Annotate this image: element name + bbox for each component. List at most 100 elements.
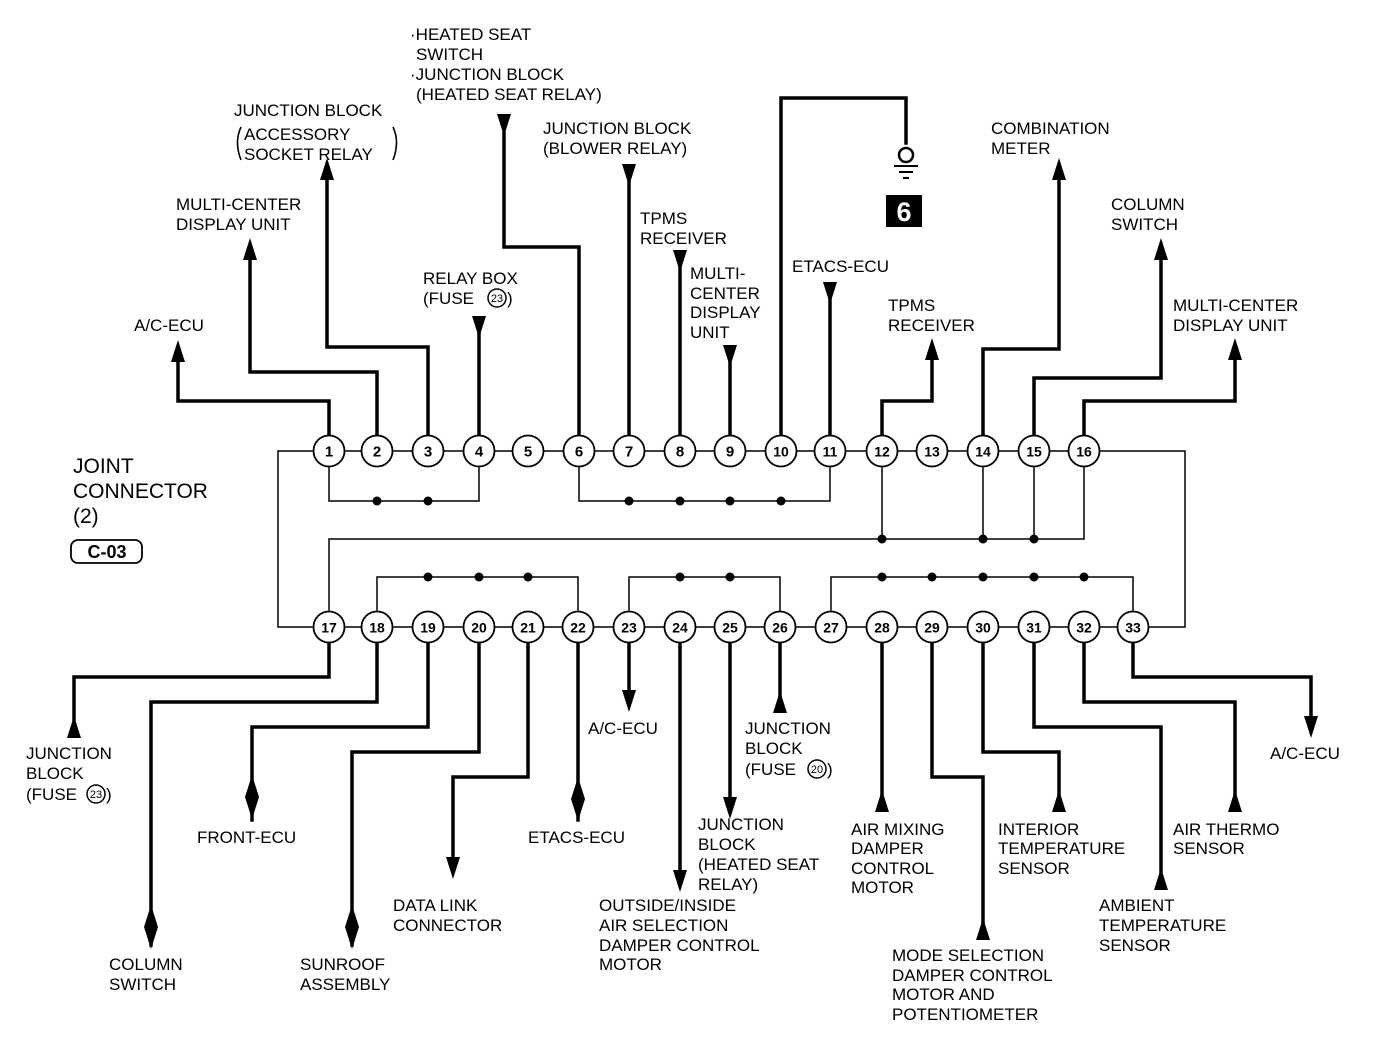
label-jb-fuse23-l1: JUNCTION	[26, 744, 112, 763]
pin-15-circle	[1017, 434, 1051, 468]
label-ambient-l1: AMBIENT	[1099, 896, 1175, 915]
connector-title-line-1: JOINT	[73, 455, 134, 478]
arrow-up-icon	[320, 158, 334, 180]
pin-12-circle	[865, 434, 899, 468]
pin-8-circle	[663, 434, 697, 468]
label-combination-l1: COMBINATION	[991, 119, 1110, 138]
label-interior-l1: INTERIOR	[998, 820, 1079, 839]
pin-26-label: 26	[772, 620, 788, 636]
pin-23-circle	[612, 610, 646, 644]
pin-28-circle	[865, 610, 899, 644]
arrow-down-icon	[497, 114, 511, 136]
label-interior-l2: TEMPERATURE	[998, 839, 1125, 858]
pin-33-circle	[1116, 610, 1150, 644]
label-dlc-l1: DATA LINK	[393, 896, 478, 915]
label-jb-fuse23-close: )	[106, 785, 112, 804]
label-outside-air-l4: MOTOR	[599, 955, 662, 974]
label-ambient-l3: SENSOR	[1099, 936, 1171, 955]
label-outside-air-l1: OUTSIDE/INSIDE	[599, 896, 736, 915]
label-jb-heated-l3: (HEATED SEAT	[698, 855, 819, 874]
label-front-ecu: FRONT-ECU	[197, 828, 296, 847]
pin-28-label: 28	[874, 620, 890, 636]
arrow-down-icon	[245, 797, 259, 819]
arrow-down-icon	[472, 316, 486, 338]
arrow-down-icon	[622, 164, 636, 186]
arrow-down-icon	[446, 857, 460, 879]
arrow-down-icon	[144, 927, 158, 949]
pin-12-label: 12	[874, 444, 890, 460]
pin-22-label: 22	[570, 620, 586, 636]
arrow-down-icon	[1304, 716, 1318, 738]
arrow-up-icon	[345, 905, 359, 927]
connector-title-line-3: (2)	[73, 505, 99, 528]
label-jb-fuse23-l3: (FUSE	[26, 785, 77, 804]
label-jb-fuse23-num: 23	[90, 789, 102, 801]
label-interior-l3: SENSOR	[998, 859, 1070, 878]
label-ac-ecu-pin33: A/C-ECU	[1270, 744, 1340, 763]
pin-18-circle	[360, 610, 394, 644]
label-jb-fuse20-num: 20	[811, 764, 823, 776]
label-column-pin18-l1: COLUMN	[109, 955, 183, 974]
arrow-up-icon	[976, 918, 990, 940]
pin-24-circle	[663, 610, 697, 644]
label-tpms-pin8-l1: TPMS	[640, 209, 687, 228]
label-ac-ecu-pin23: A/C-ECU	[588, 719, 658, 738]
bus-junctions	[372, 496, 1089, 582]
label-mcdu-pin9-l4: UNIT	[690, 323, 730, 342]
pin-25-label: 25	[722, 620, 738, 636]
label-tpms-pin8-l2: RECEIVER	[640, 229, 727, 248]
pin-14-label: 14	[975, 444, 991, 460]
pin-2-label: 2	[373, 444, 381, 461]
label-relay-box-close: )	[507, 289, 513, 308]
label-combination-l2: METER	[991, 139, 1051, 158]
arrow-up-icon	[1052, 790, 1066, 812]
label-jb-fuse20-l3: (FUSE	[745, 760, 796, 779]
label-air-mixing-l3: CONTROL	[851, 859, 934, 878]
arrow-down-icon	[823, 282, 837, 304]
arrow-down-icon	[622, 690, 636, 712]
label-jb-blower-l2: (BLOWER RELAY)	[543, 139, 687, 158]
label-mode-sel-l4: POTENTIOMETER	[892, 1005, 1038, 1024]
label-jb-blower-l1: JUNCTION BLOCK	[543, 119, 692, 138]
pin-6-label: 6	[575, 444, 583, 461]
label-outside-air-l2: AIR SELECTION	[599, 916, 728, 935]
label-heated-seat-l2: SWITCH	[416, 45, 483, 64]
pin-23-label: 23	[621, 620, 637, 636]
label-jb-fuse23-l2: BLOCK	[26, 764, 84, 783]
label-jb-heated-l4: RELAY)	[698, 875, 758, 894]
pin-10-label: 10	[773, 444, 789, 460]
connector-title-line-2: CONNECTOR	[73, 480, 208, 503]
label-tpms-pin12-l1: TPMS	[888, 296, 935, 315]
pin-17-circle	[312, 610, 346, 644]
pin-31-label: 31	[1026, 620, 1042, 636]
arrow-down-icon	[345, 927, 359, 949]
label-relay-box-l2: (FUSE	[423, 289, 474, 308]
bottom-arrows	[67, 690, 1318, 949]
pin-9-label: 9	[726, 444, 734, 461]
arrow-up-icon	[1228, 790, 1242, 812]
pin-7-circle	[612, 434, 646, 468]
label-mcdu-pin9-l1: MULTI-	[690, 264, 745, 283]
pin-16-circle	[1067, 434, 1101, 468]
bottom-labels: JUNCTION BLOCK (FUSE 23 ) COLUMN SWITCH …	[26, 719, 1340, 1024]
label-heated-seat-l1: ·HEATED SEAT	[410, 25, 531, 44]
arrow-up-icon	[875, 790, 889, 812]
label-mcdu-pin2-l1: MULTI-CENTER	[176, 195, 301, 214]
arrow-down-icon	[723, 797, 737, 819]
pin-7-label: 7	[625, 444, 633, 461]
pin-19-circle	[411, 610, 445, 644]
pin-30-circle	[966, 610, 1000, 644]
pin-33-label: 33	[1125, 620, 1141, 636]
label-mode-sel-l3: MOTOR AND	[892, 985, 995, 1004]
arrow-down-icon	[673, 870, 687, 892]
arrow-up-icon	[245, 775, 259, 797]
pin-17-label: 17	[321, 620, 337, 636]
connector-body	[277, 450, 1186, 628]
arrow-up-icon	[144, 905, 158, 927]
label-mode-sel-l1: MODE SELECTION	[892, 946, 1044, 965]
top-labels: A/C-ECU MULTI-CENTER DISPLAY UNIT JUNCTI…	[134, 25, 1298, 342]
label-jb-fuse20-close: )	[827, 760, 833, 779]
label-outside-air-l3: DAMPER CONTROL	[599, 936, 760, 955]
